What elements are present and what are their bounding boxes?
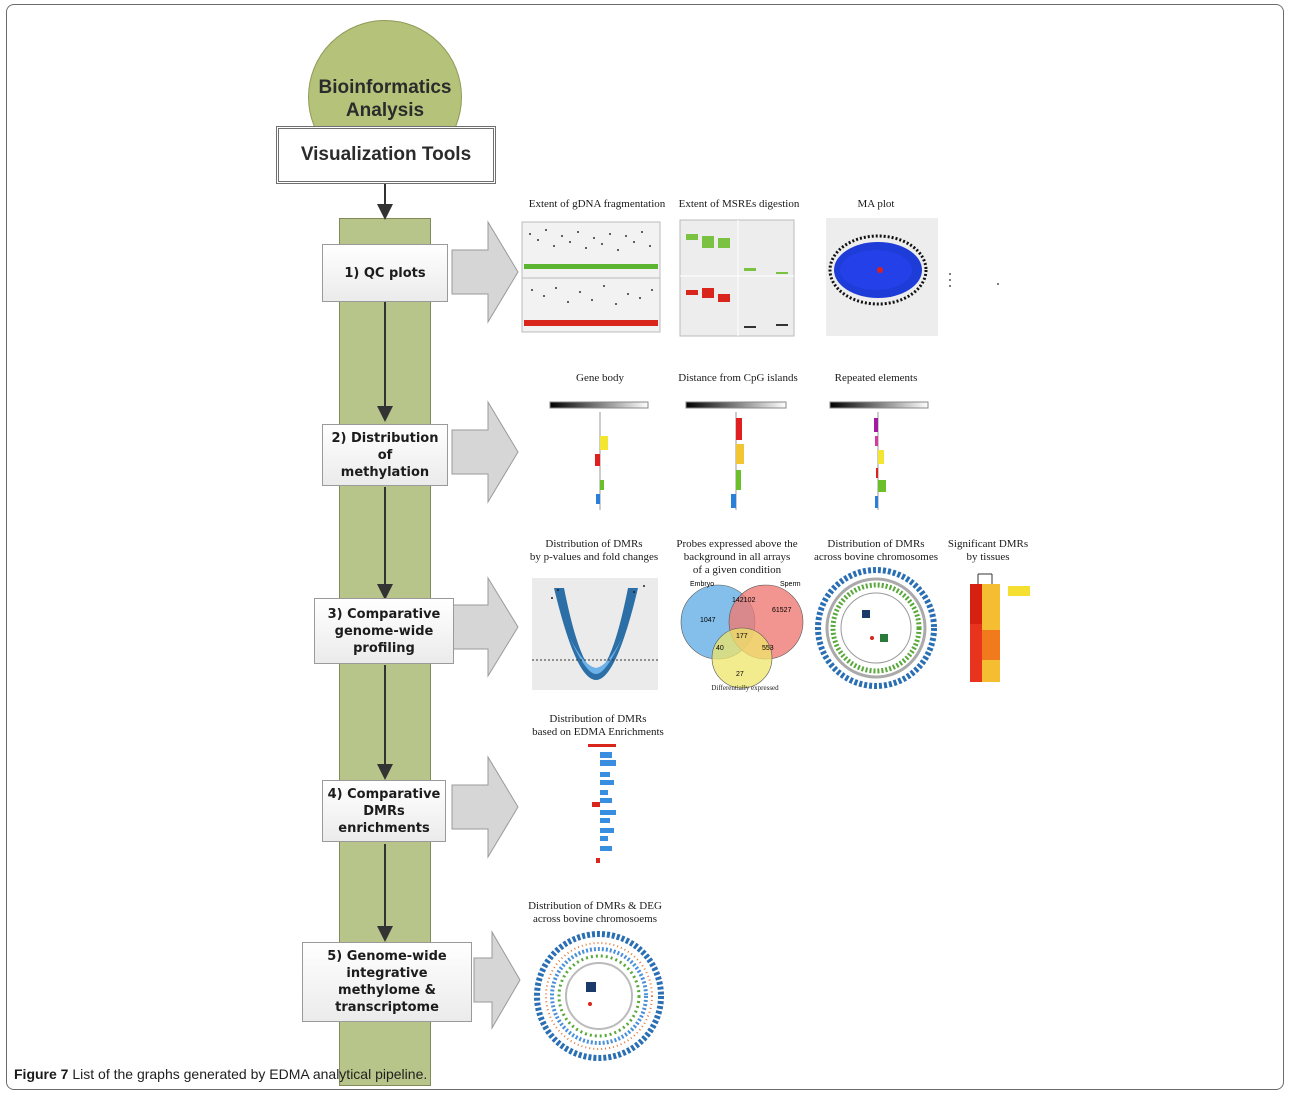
circos-chromosomes-thumbnail bbox=[815, 567, 937, 689]
circle-label-line1: Bioinformatics bbox=[318, 77, 452, 98]
venn-label-diff: Differentially expressed bbox=[711, 684, 779, 692]
ma-plot-thumbnail bbox=[826, 218, 999, 336]
step-label: 4) Comparative DMRs enrichments bbox=[327, 786, 441, 836]
venn-diagram: Embryo Sperm 1047 142102 61527 40 177 55… bbox=[680, 581, 804, 689]
caption-msre-digestion: Extent of MSREs digestion bbox=[678, 198, 800, 210]
msre-boxplot-thumbnail bbox=[679, 219, 795, 337]
circos-deg-thumbnail bbox=[534, 931, 664, 1061]
caption-gdna-fragmentation: Extent of gDNA fragmentation bbox=[528, 198, 666, 210]
figure-caption: Figure 7 List of the graphs generated by… bbox=[14, 1066, 427, 1082]
step-comparative-enrichments: 4) Comparative DMRs enrichments bbox=[322, 780, 446, 842]
figure-frame bbox=[6, 4, 1284, 1090]
circle-label-line2: Analysis bbox=[345, 100, 425, 121]
step-distribution-methylation: 2) Distribution of methylation bbox=[322, 424, 448, 486]
block-arrow-comparative bbox=[451, 576, 519, 678]
step-qc-plots: 1) QC plots bbox=[322, 244, 448, 302]
caption-heatmap: Significant DMRs by tissues bbox=[947, 538, 1029, 563]
block-arrow-methylation bbox=[451, 400, 519, 504]
venn-value-sperm-diff: 553 bbox=[762, 645, 774, 652]
venn-circle-diff bbox=[711, 627, 773, 689]
venn-value-embryo-sperm: 142102 bbox=[732, 597, 755, 604]
venn-value-sperm-only: 61527 bbox=[772, 607, 792, 614]
caption-circos-chromosomes: Distribution of DMRs across bovine chrom… bbox=[813, 538, 939, 563]
volcano-plot-thumbnail bbox=[532, 578, 658, 690]
caption-circos-deg: Distribution of DMRs & DEG across bovine… bbox=[528, 900, 662, 925]
venn-value-embryo-only: 1047 bbox=[700, 617, 716, 624]
circle-label: Bioinformatics Analysis bbox=[309, 76, 461, 122]
step-label: 1) QC plots bbox=[344, 265, 426, 281]
venn-label-embryo: Embryo bbox=[690, 581, 714, 588]
cpg-barplot-thumbnail bbox=[685, 401, 787, 510]
visualization-tools-box: Visualization Tools bbox=[276, 126, 496, 184]
enrichments-barplot-thumbnail bbox=[562, 744, 636, 868]
caption-gene-body: Gene body bbox=[576, 372, 624, 384]
step-genome-wide-integrative: 5) Genome-wide integrative methylome & t… bbox=[302, 942, 472, 1022]
heatmap-thumbnail bbox=[970, 573, 1030, 682]
venn-value-diff-only: 27 bbox=[736, 671, 744, 678]
caption-ma-plot: MA plot bbox=[857, 198, 895, 210]
step-label: 2) Distribution of methylation bbox=[331, 430, 439, 480]
step-label: 3) Comparative genome-wide profiling bbox=[327, 606, 441, 656]
venn-value-embryo-diff: 40 bbox=[716, 645, 724, 652]
block-arrow-qc bbox=[451, 220, 519, 324]
figure-caption-label: Figure 7 bbox=[14, 1066, 69, 1082]
figure-caption-text: List of the graphs generated by EDMA ana… bbox=[68, 1066, 428, 1082]
caption-cpg-islands: Distance from CpG islands bbox=[678, 372, 798, 384]
visualization-tools-label: Visualization Tools bbox=[300, 144, 472, 165]
caption-venn: Probes expressed above the background in… bbox=[676, 538, 798, 576]
caption-enrichments: Distribution of DMRs based on EDMA Enric… bbox=[532, 713, 664, 738]
repeated-barplot-thumbnail bbox=[829, 401, 929, 510]
caption-volcano: Distribution of DMRs by p-values and fol… bbox=[529, 538, 659, 563]
block-arrow-enrichments bbox=[451, 755, 519, 859]
step-comparative-profiling: 3) Comparative genome-wide profiling bbox=[314, 598, 454, 664]
venn-value-center: 177 bbox=[736, 633, 748, 640]
block-arrow-integrative bbox=[473, 930, 521, 1030]
caption-repeated-elements: Repeated elements bbox=[834, 372, 918, 384]
gdna-boxplot-thumbnail bbox=[521, 221, 661, 333]
gene-body-barplot-thumbnail bbox=[549, 401, 649, 510]
step-label: 5) Genome-wide integrative methylome & t… bbox=[327, 949, 447, 1015]
venn-label-sperm: Sperm bbox=[780, 581, 801, 588]
